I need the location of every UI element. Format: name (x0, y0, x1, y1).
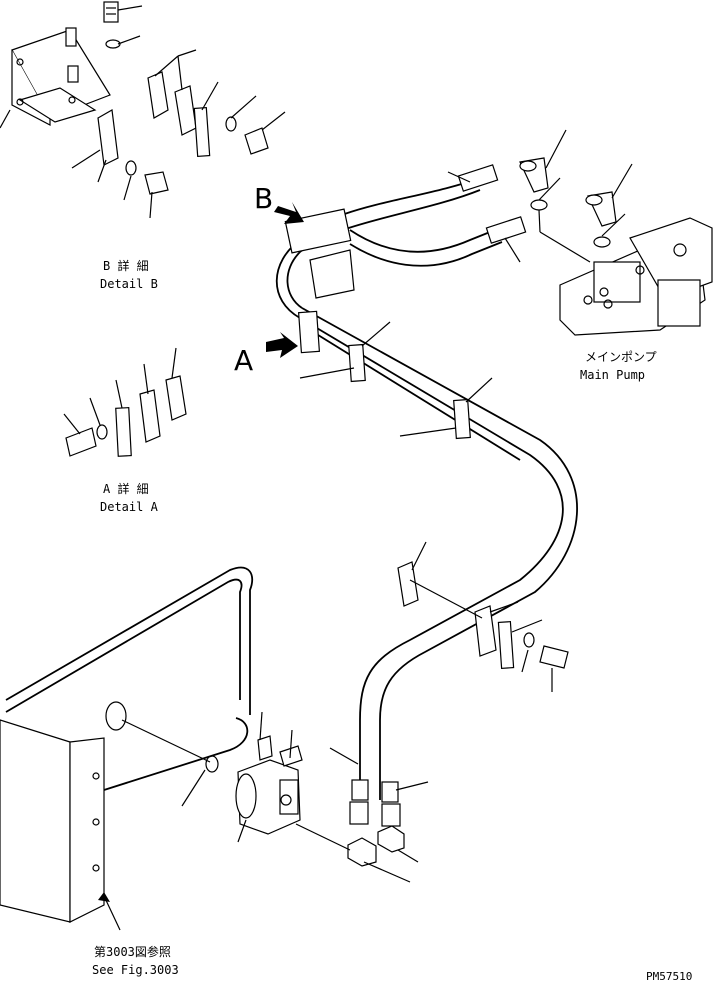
see-fig-en-label: See Fig.3003 (92, 963, 179, 977)
detail-b-en-label: Detail B (100, 277, 158, 291)
see-fig-jp-label: 第3003図参照 (94, 944, 171, 959)
routing-clamps (284, 171, 521, 440)
tank-frame (0, 566, 254, 931)
arrow-b-label: B (254, 182, 273, 215)
main-pump (519, 129, 713, 336)
main-pump-en-label: Main Pump (580, 368, 645, 382)
detail-a-assembly (63, 347, 187, 457)
arrow-a (266, 332, 298, 358)
center-clamp-group (397, 541, 569, 692)
detail-a-en-label: Detail A (100, 500, 159, 514)
detail-b-jp-label: B 詳 細 (103, 258, 149, 273)
drawing-number: PM57510 (646, 970, 692, 983)
main-pump-jp-label: メインポンプ (585, 350, 657, 364)
detail-b-assembly (0, 1, 286, 219)
arrow-a-label: A (234, 344, 253, 377)
hose-routing (275, 164, 578, 883)
valve-block (235, 711, 351, 851)
detail-a-jp-label: A 詳 細 (103, 481, 149, 496)
arrow-b (274, 202, 304, 224)
